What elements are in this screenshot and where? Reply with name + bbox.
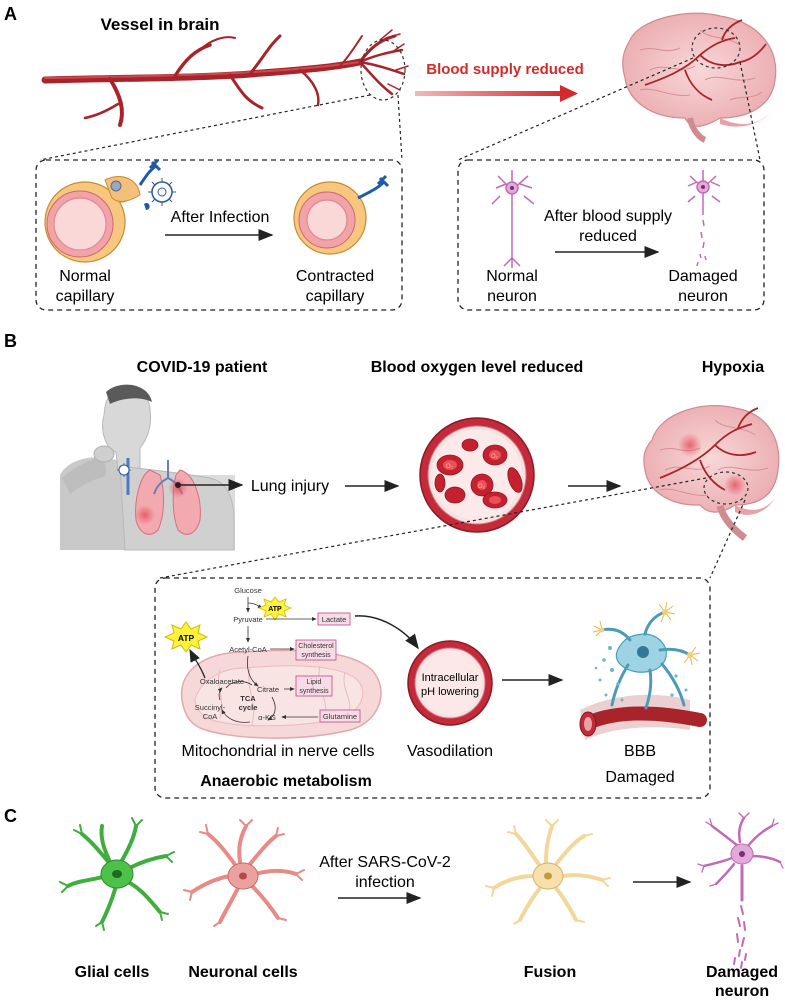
normal-capillary-illustration [44, 158, 176, 263]
normal-capillary-label: Normal capillary [56, 268, 115, 305]
svg-text:neuron: neuron [678, 288, 728, 305]
svg-text:capillary: capillary [306, 288, 365, 305]
blood-vessel-cross-section [419, 417, 535, 533]
neuron-box [457, 159, 765, 311]
svg-text:reduced: reduced [579, 228, 637, 245]
svg-text:synthesis: synthesis [301, 652, 331, 659]
svg-text:neuron: neuron [487, 288, 537, 305]
svg-text:Lipid: Lipid [307, 679, 322, 686]
oxaloacetate-label: Oxaloacetate [200, 677, 244, 686]
lactate-label: Lactate [322, 615, 347, 624]
mitochondrion-illustration [180, 649, 382, 739]
bbb-damaged-label: Damaged [605, 769, 674, 786]
damaged-neuron-illustration-c [697, 812, 784, 969]
bbb-label: BBB [624, 743, 656, 760]
damaged-neuron-illustration-a [687, 170, 721, 267]
svg-text:Succinyl-: Succinyl- [195, 703, 226, 712]
normal-neuron-label: Normal neuron [486, 268, 538, 305]
blood-supply-reduced-label: Blood supply reduced [426, 61, 584, 78]
panel-c-letter: C [4, 806, 17, 826]
brain-vessel-illustration [41, 29, 409, 127]
contracted-capillary-illustration [293, 174, 390, 255]
mitochondria-label: Mitochondrial in nerve cells [182, 743, 375, 760]
acetyl-coa-label: Acetyl-CoA [229, 645, 267, 654]
neuronal-cell-illustration [183, 819, 305, 927]
akg-label: α-KG [258, 713, 276, 722]
glial-cell-illustration [59, 817, 175, 931]
svg-text:ATP: ATP [178, 633, 195, 643]
glutamine-label: Glutamine [323, 712, 357, 721]
anaerobic-label: Anaerobic metabolism [200, 773, 372, 790]
covid-patient-title: COVID-19 patient [137, 359, 268, 376]
covid-patient-illustration [60, 384, 235, 551]
svg-text:TCA: TCA [240, 694, 256, 703]
svg-text:cycle: cycle [239, 703, 258, 712]
brain-illustration-a [622, 12, 777, 143]
after-infection-label: After Infection [171, 209, 270, 226]
metabolism-diagram: Glucose ATP Pyruvate Lactate Acetyl-CoA … [163, 586, 361, 723]
blood-supply-arrow [415, 85, 578, 102]
o2-label-1: O₂ [446, 464, 454, 470]
svg-text:Normal: Normal [486, 268, 538, 285]
svg-text:Cholesterol: Cholesterol [298, 643, 334, 650]
svg-text:synthesis: synthesis [299, 688, 329, 695]
pyruvate-label: Pyruvate [233, 615, 263, 624]
capillary-box [35, 159, 403, 311]
ph-lowering-vessel [407, 640, 493, 726]
svg-text:Contracted: Contracted [296, 268, 374, 285]
damaged-neuron-label-c-2: neuron [715, 983, 769, 1000]
vasodilation-label: Vasodilation [407, 743, 493, 760]
glucose-label: Glucose [234, 586, 262, 595]
svg-text:infection: infection [355, 874, 415, 891]
svg-text:After SARS-CoV-2: After SARS-CoV-2 [319, 854, 451, 871]
lung-injury-dot [175, 482, 181, 488]
blood-supply-label-a: After blood supply reduced [544, 208, 672, 245]
vessel-zoom-circle [360, 39, 406, 101]
sars-infection-label: After SARS-CoV-2 infection [319, 854, 451, 891]
panel-b-letter: B [4, 331, 17, 351]
o2-label-3: O₂ [478, 484, 486, 490]
hypoxia-title: Hypoxia [702, 359, 764, 376]
glial-cells-label: Glial cells [75, 964, 150, 981]
ph-lowering-label: pH lowering [421, 686, 479, 698]
citrate-label: Citrate [257, 685, 279, 694]
svg-text:ATP: ATP [268, 606, 282, 613]
normal-neuron-illustration-a [491, 170, 535, 268]
damaged-neuron-label-c-1: Damaged [706, 964, 778, 981]
atp-burst-large: ATP [163, 621, 209, 653]
bbb-illustration [579, 601, 707, 740]
vessel-title: Vessel in brain [100, 15, 219, 34]
oxygen-level-title: Blood oxygen level reduced [371, 359, 584, 376]
damaged-neuron-label-a: Damaged neuron [668, 268, 737, 305]
lung-injury-label: Lung injury [251, 478, 329, 495]
fusion-label: Fusion [524, 964, 576, 981]
neuronal-cells-label: Neuronal cells [188, 964, 297, 981]
lactate-to-ph-arrow [354, 615, 419, 650]
svg-text:Normal: Normal [59, 268, 111, 285]
brain-illustration-b [643, 404, 780, 541]
svg-text:After blood supply: After blood supply [544, 208, 672, 225]
svg-text:Damaged: Damaged [668, 268, 737, 285]
o2-label-2: O₂ [491, 454, 499, 460]
atp-burst-small: ATP [257, 596, 293, 621]
hypoxia-box [154, 577, 711, 799]
contracted-capillary-label: Contracted capillary [296, 268, 374, 305]
intracellular-label: Intracellular [422, 672, 479, 684]
panel-a-letter: A [4, 4, 17, 24]
fusion-cell-illustration [485, 819, 611, 925]
svg-text:CoA: CoA [203, 712, 218, 721]
svg-text:capillary: capillary [56, 288, 115, 305]
